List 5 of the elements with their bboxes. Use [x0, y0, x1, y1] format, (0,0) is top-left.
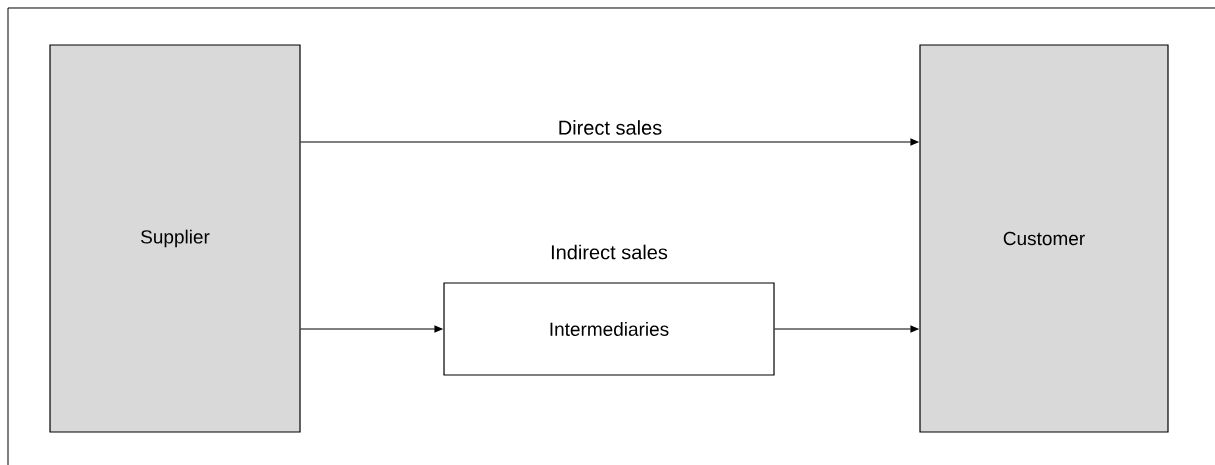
- process-box: Supplier: [49, 44, 301, 433]
- process-box: Customer: [919, 44, 1169, 433]
- process-box: Intermediaries: [443, 282, 775, 376]
- label: Indirect sales: [551, 244, 668, 260]
- edge-label: Direct sales: [559, 120, 662, 135]
